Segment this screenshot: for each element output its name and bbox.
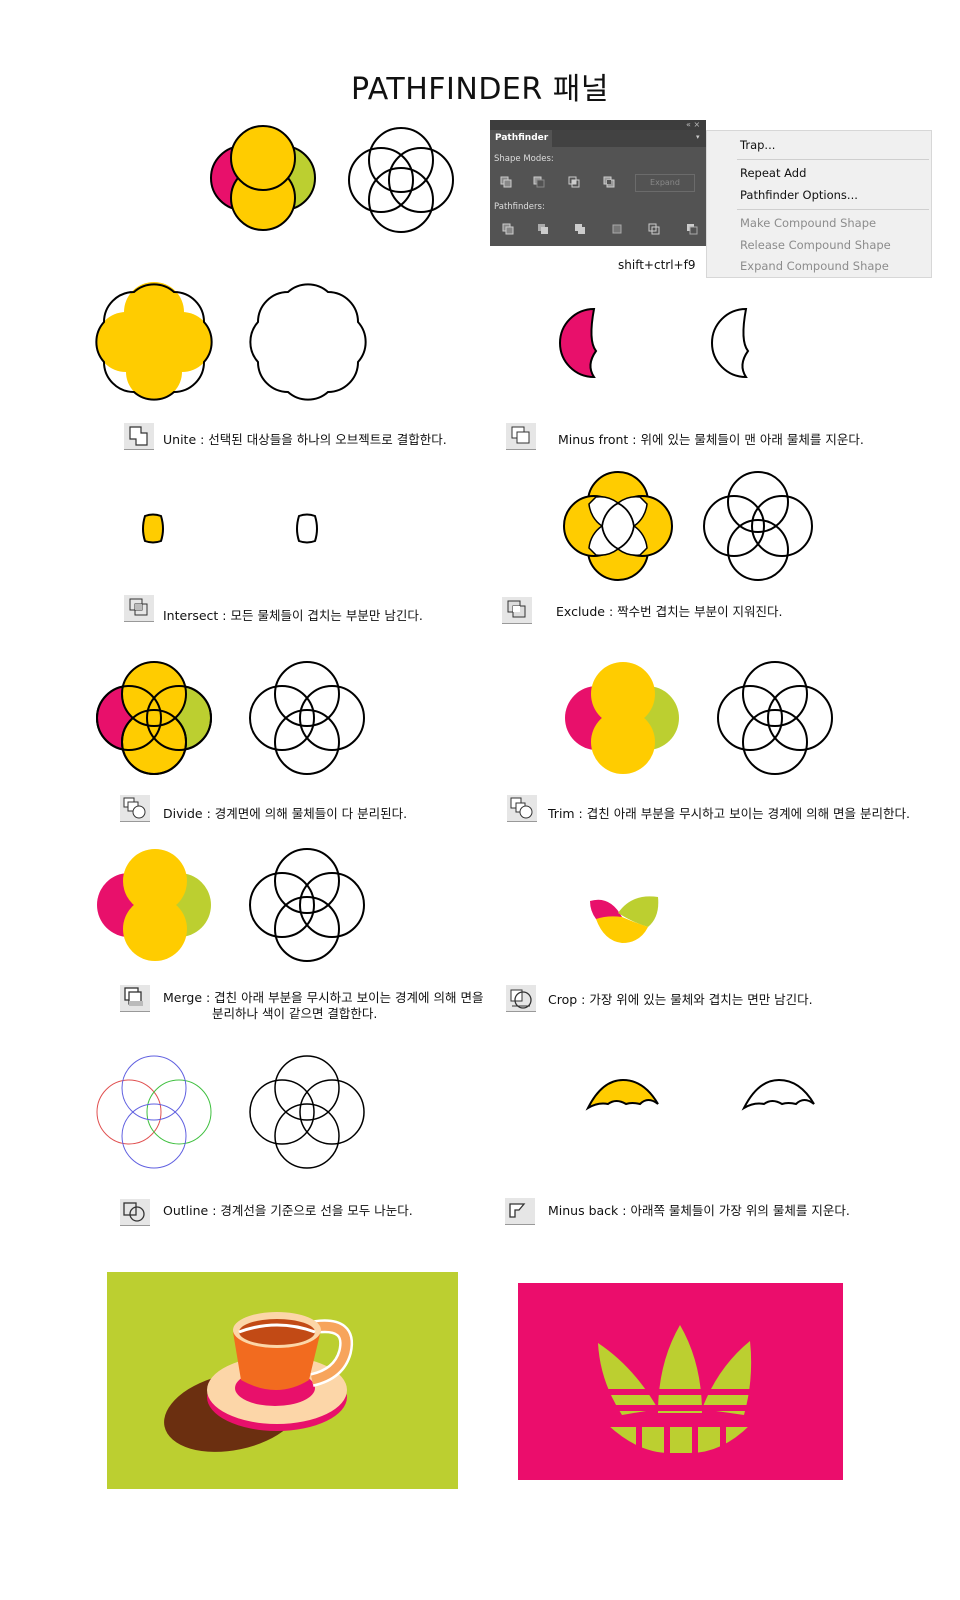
crop-pf-icon[interactable]: [611, 223, 623, 235]
menu-item-trap[interactable]: Trap...: [740, 138, 775, 152]
four-circles-outline: [343, 125, 463, 235]
minus-back-caption: Minus back : 아래쪽 물체들이 가장 위의 물체를 지운다.: [548, 1202, 850, 1219]
trim-pf-icon[interactable]: [537, 223, 549, 235]
merge-caption-line1: Merge : 겹친 아래 부분을 무시하고 보이는 경계에 의해 면을: [163, 989, 484, 1006]
intersect-caption: Intersect : 모든 물체들이 겹치는 부분만 남긴다.: [163, 607, 423, 624]
shortcut-label: shift+ctrl+f9: [618, 258, 695, 272]
merge-icon: [120, 985, 150, 1012]
trim-result-filled: [562, 658, 684, 778]
unite-result-outline: [248, 282, 368, 402]
minus-front-caption: Minus front : 위에 있는 물체들이 맨 아래 물체를 지운다.: [558, 431, 864, 448]
outline-result-colored: [94, 1052, 216, 1174]
menu-item-repeat-add[interactable]: Repeat Add: [740, 166, 806, 180]
pathfinder-panel: « × Pathfinder ▾ Shape Modes: Expand Pat…: [490, 120, 706, 246]
intersect-result-filled: [139, 512, 169, 546]
menu-divider: [737, 159, 929, 160]
trim-result-outline: [715, 658, 837, 778]
crop-caption: Crop : 가장 위에 있는 물체와 겹치는 면만 남긴다.: [548, 991, 813, 1008]
merge-result-filled: [94, 845, 216, 965]
panel-title-strip: [490, 120, 706, 130]
intersect-result-outline: [293, 512, 323, 546]
menu-divider: [737, 209, 929, 210]
crop-result-filled: [588, 893, 660, 945]
panel-tab-bar: [552, 130, 706, 147]
divide-result-filled: [94, 658, 216, 778]
divide-result-outline: [247, 658, 369, 778]
unite-caption: Unite : 선택된 대상들을 하나의 오브젝트로 결합한다.: [163, 431, 447, 448]
intersect-mode-icon[interactable]: [568, 176, 580, 188]
outline-icon: [120, 1199, 150, 1226]
exclude-icon: [502, 597, 532, 624]
minus-back-result-outline: [742, 1078, 816, 1116]
divide-pf-icon[interactable]: [502, 223, 514, 235]
trefoil-logo-illustration: [518, 1283, 843, 1480]
merge-result-outline: [247, 845, 369, 965]
merge-pf-icon[interactable]: [574, 223, 586, 235]
collapse-icon[interactable]: « ×: [686, 120, 700, 130]
minus-back-result-filled: [586, 1078, 660, 1116]
minus-front-icon: [506, 423, 536, 450]
merge-caption-line2: 분리하나 색이 같으면 결합한다.: [212, 1005, 377, 1022]
page-title: PATHFINDER 패널: [0, 64, 960, 108]
menu-item-release-compound-shape: Release Compound Shape: [740, 238, 891, 252]
unite-icon: [124, 423, 154, 450]
expand-button[interactable]: Expand: [635, 174, 695, 192]
teacup-illustration: [107, 1272, 458, 1489]
four-circles-colored: [205, 125, 325, 235]
minus-front-result-outline: [712, 305, 762, 380]
divide-caption: Divide : 경계면에 의해 물체들이 다 분리된다.: [163, 805, 407, 822]
outline-pf-icon[interactable]: [648, 223, 660, 235]
trim-icon: [507, 795, 537, 822]
panel-menu-icon[interactable]: ▾: [696, 133, 700, 141]
unite-result-filled: [94, 282, 214, 402]
menu-item-pathfinder-options[interactable]: Pathfinder Options...: [740, 188, 858, 202]
exclude-result-filled: [562, 470, 674, 582]
minus-front-result-filled: [560, 305, 610, 380]
exclude-caption: Exclude : 짝수번 겹치는 부분이 지워진다.: [556, 603, 783, 620]
crop-icon: [506, 985, 536, 1012]
minus-front-mode-icon[interactable]: [533, 176, 545, 188]
exclude-mode-icon[interactable]: [603, 176, 615, 188]
divide-icon: [120, 795, 150, 822]
shape-modes-label: Shape Modes:: [494, 154, 554, 164]
minus-back-pf-icon[interactable]: [686, 223, 698, 235]
minus-back-icon: [505, 1198, 535, 1225]
outline-caption: Outline : 경계선을 기준으로 선을 모두 나눈다.: [163, 1202, 413, 1219]
pathfinders-label: Pathfinders:: [494, 202, 545, 212]
outline-result-outline: [247, 1052, 369, 1174]
pathfinder-flyout-menu: Trap... Repeat Add Pathfinder Options...…: [706, 130, 932, 278]
trim-caption: Trim : 겹친 아래 부분을 무시하고 보이는 경계에 의해 면을 분리한다…: [548, 805, 910, 822]
unite-mode-icon[interactable]: [500, 176, 512, 188]
menu-item-expand-compound-shape: Expand Compound Shape: [740, 259, 889, 273]
exclude-result-outline: [702, 470, 814, 582]
intersect-icon: [124, 595, 154, 622]
menu-item-make-compound-shape: Make Compound Shape: [740, 216, 876, 230]
tab-pathfinder[interactable]: Pathfinder: [490, 130, 552, 147]
